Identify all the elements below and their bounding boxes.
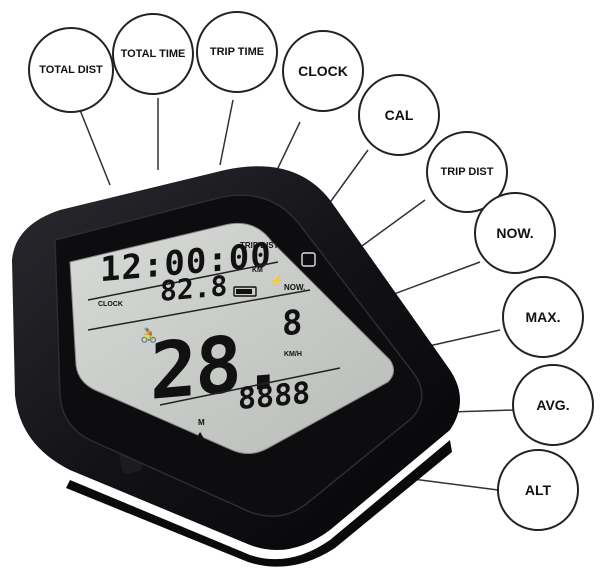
lightning-icon: ⚡ (270, 274, 284, 287)
label-now: NOW. (474, 192, 556, 274)
label-clock: CLOCK (282, 30, 364, 112)
trip-dist-label: TRIP DIST (240, 241, 279, 250)
label-cal: CAL (358, 74, 440, 156)
speed-main-value: 28. (150, 315, 285, 418)
label-max: MAX. (502, 276, 584, 358)
speed-unit: KM/H (284, 351, 302, 358)
label-avg: AVG. (512, 364, 594, 446)
bottom-value: 8888 (238, 376, 310, 417)
rider-icon: 🚴 (140, 327, 157, 344)
label-trip-time: TRIP TIME (196, 11, 278, 93)
battery-indicator-icon (301, 252, 316, 267)
lcd-battery-icon (233, 286, 257, 297)
trip-dist-value: 82.8 (160, 269, 227, 308)
now-label: NOW. (284, 283, 305, 292)
label-total-time: TOTAL TIME (112, 13, 194, 95)
label-alt: ALT (497, 449, 579, 531)
mode-badge: M (198, 418, 205, 427)
clock-label: CLOCK (98, 301, 123, 308)
mountain-icon: ⛰ (195, 429, 205, 443)
speed-decimal-value: 8 (282, 303, 302, 345)
leader-lines (79, 98, 516, 491)
trip-unit: KM (252, 267, 263, 274)
label-total-dist: TOTAL DIST (28, 27, 114, 113)
